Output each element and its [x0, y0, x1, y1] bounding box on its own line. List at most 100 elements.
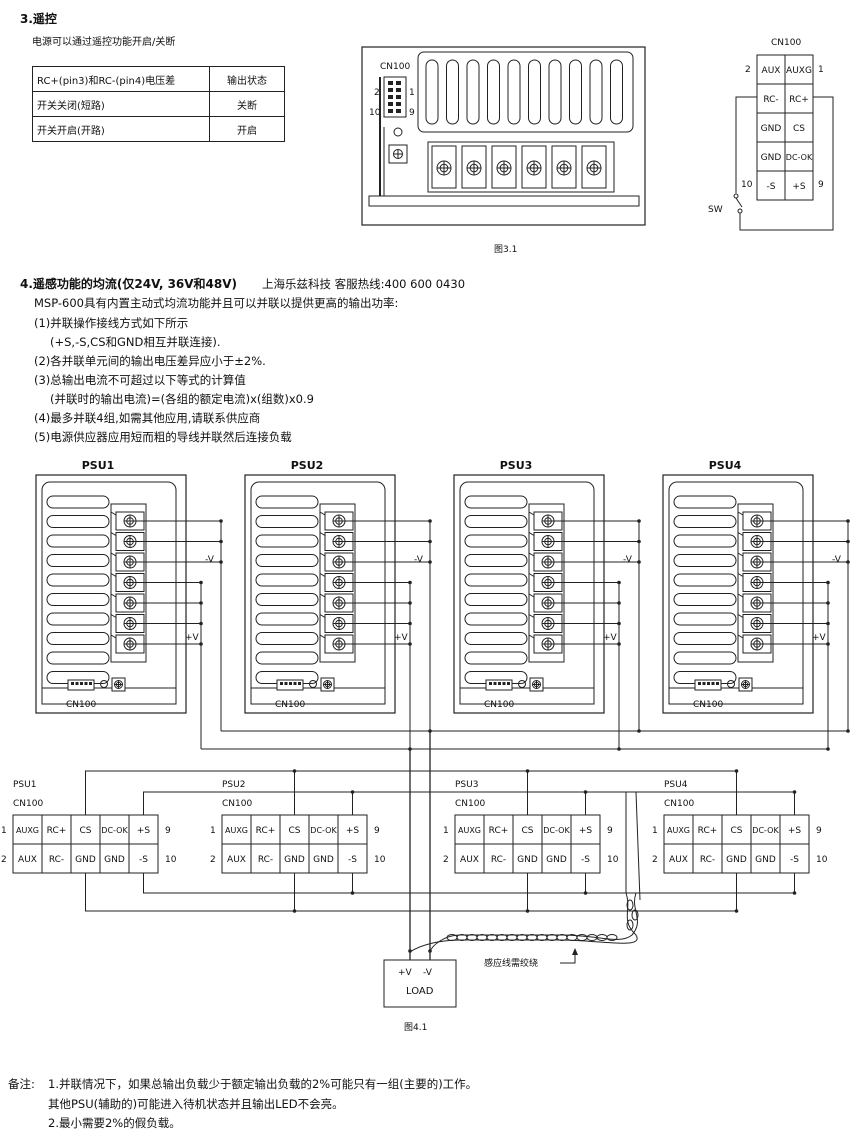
vent-slot [255, 593, 319, 606]
junction-dot [408, 621, 412, 626]
pin-cell [483, 843, 514, 874]
junction-dot [826, 580, 830, 585]
load-box [383, 959, 457, 1008]
figure-3-1-caption: 图3.1 [494, 244, 517, 255]
terminal-edge [528, 532, 535, 536]
connector-pin [493, 682, 497, 685]
psu-title: PSU2 [291, 459, 324, 472]
vent-slot [46, 593, 110, 606]
connector-pin [702, 682, 706, 685]
figure-4-1-caption: 图4.1 [404, 1022, 427, 1033]
twist-wire [429, 892, 638, 953]
vent-slot [255, 632, 319, 645]
pin-label: -S [790, 855, 799, 865]
cn100-label: CN100 [222, 799, 252, 809]
vent-slot [425, 59, 439, 125]
section4-heading: 4.遥感功能的均流(仅24V, 36V和48V) [20, 277, 238, 291]
psu-body [662, 474, 814, 714]
minus-v-label: -V [623, 555, 633, 565]
junction-dot [734, 769, 739, 773]
cn100-label: CN100 [275, 700, 305, 710]
pin-map-label: AUXG [786, 66, 812, 76]
pin-number: 1 [1, 826, 7, 836]
pin-map-label: GND [761, 124, 782, 134]
pin-cell [41, 843, 72, 874]
vent-slot [673, 651, 737, 665]
pin-cell [454, 843, 485, 874]
psu-rail [368, 195, 640, 207]
cn100-map-title: CN100 [771, 38, 801, 48]
cn100-label: CN100 [455, 799, 485, 809]
vent-slot [255, 573, 319, 587]
terminal-edge [110, 634, 117, 639]
vent-slot [255, 515, 319, 528]
pin-cell [221, 843, 252, 874]
vent-slot [673, 573, 737, 587]
pin-label: AUX [669, 855, 688, 865]
pin-cell [41, 814, 72, 845]
pin-map-label: AUX [762, 66, 781, 76]
terminal-edge [737, 593, 744, 598]
pin-label: 2 [745, 65, 751, 75]
pin-cell [221, 814, 252, 845]
pin-label: CS [80, 826, 92, 836]
led-indicator [727, 680, 735, 688]
vent-slot [464, 554, 528, 567]
connector-pin [698, 682, 701, 685]
terminal-edge [319, 634, 326, 639]
pin-label: CS [731, 826, 743, 836]
pin-label: GND [104, 855, 125, 865]
terminal-edge [319, 532, 326, 536]
junction-dot [428, 519, 432, 523]
junction-dot [199, 601, 203, 605]
connector-pin [84, 682, 88, 685]
pin-label: AUXG [667, 826, 690, 835]
pin-map-cell [756, 54, 786, 85]
junction-dot [408, 642, 412, 646]
pin-label: AUX [18, 855, 37, 865]
section4-line: (并联时的输出电流)=(各组的额定电流)x(组数)x0.9 [50, 392, 314, 406]
connector-pin [71, 682, 74, 685]
vent-slot [673, 593, 737, 606]
junction-dot [583, 891, 588, 895]
pin-label: AUXG [16, 826, 39, 835]
junction-dot [199, 580, 203, 585]
vent-slot [464, 612, 528, 626]
vent-slot [464, 593, 528, 606]
psu-body [453, 474, 605, 714]
pin-label: GND [284, 855, 305, 865]
junction-dot [292, 769, 297, 773]
connector-pin [502, 682, 506, 685]
led-indicator [393, 127, 403, 137]
pin-label: 9 [409, 108, 415, 118]
junction-dot [617, 580, 621, 585]
pin-number: 2 [443, 855, 449, 865]
junction-dot [219, 539, 223, 544]
junction-dot [637, 729, 641, 733]
terminal-edge [319, 573, 326, 577]
vent-slot [46, 651, 110, 665]
terminal-cell [551, 145, 577, 189]
vent-slot [673, 515, 737, 528]
junction-dot [792, 891, 797, 895]
terminal-edge [528, 634, 535, 639]
minus-v-label: -V [205, 555, 215, 565]
pin-map-cell [784, 170, 814, 201]
pin-label: 10 [741, 180, 753, 190]
terminal-edge [528, 511, 535, 516]
vent-slot [464, 515, 528, 528]
pin-label: RC- [700, 855, 715, 865]
pin-label: GND [726, 855, 747, 865]
led-indicator [518, 680, 526, 688]
pin-cell [454, 814, 485, 845]
connector-pin [289, 682, 292, 685]
section3-heading: 3.遥控 [20, 12, 57, 26]
table-row: 开关关闭(短路) 关断 [32, 91, 285, 117]
pin-label: AUXG [458, 826, 481, 835]
connector-pin [280, 682, 283, 685]
vent-slot [446, 59, 459, 125]
pin-label: +S [346, 826, 360, 836]
table-row: 开关开启(开路) 开启 [32, 116, 285, 142]
connector-pin [80, 682, 83, 685]
terminal-cell [581, 145, 607, 189]
